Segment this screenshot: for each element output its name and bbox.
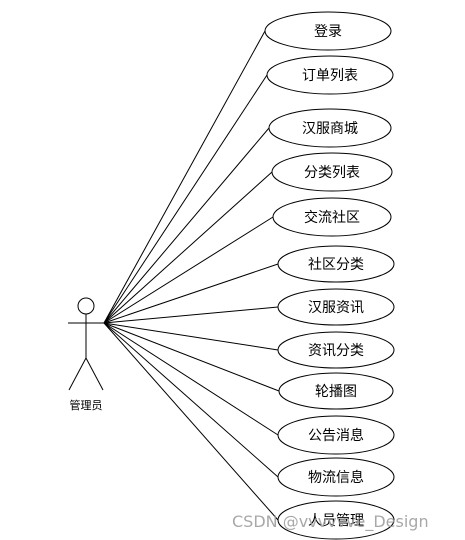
use-case-label: 分类列表: [304, 165, 360, 181]
use-case-label: 人员管理: [308, 513, 364, 529]
use-case-label: 物流信息: [308, 469, 364, 486]
association-line: [103, 322, 279, 478]
use-case-label: 公告消息: [308, 427, 364, 444]
use-case: 轮播图: [278, 372, 394, 410]
use-case-label: 交流社区: [304, 209, 360, 226]
use-case-label: 资讯分类: [308, 343, 364, 359]
use-case: 汉服资讯: [277, 288, 395, 326]
association-line: [103, 322, 280, 392]
use-case-ellipse: [264, 11, 392, 51]
use-case-label: 社区分类: [308, 257, 364, 273]
association-lines: [103, 30, 280, 521]
use-case: 物流信息: [277, 457, 395, 497]
association-line: [103, 30, 266, 324]
use-case-ellipse: [268, 108, 392, 148]
association-line: [103, 127, 270, 324]
use-case: 分类列表: [271, 152, 393, 192]
use-case-label: 订单列表: [302, 68, 358, 84]
association-line: [103, 216, 274, 324]
use-case-label: 汉服资讯: [308, 300, 364, 316]
use-case-ellipse: [277, 500, 395, 540]
use-case: 登录: [264, 11, 392, 51]
association-line: [103, 322, 279, 351]
use-case: 人员管理: [277, 500, 395, 540]
use-case: 资讯分类: [277, 331, 395, 369]
use-case-ellipse: [271, 152, 393, 192]
use-case-ellipse: [266, 55, 394, 95]
association-line: [103, 171, 273, 324]
association-line: [103, 322, 279, 436]
use-case-label: 轮播图: [315, 384, 357, 400]
use-case-ellipse: [277, 245, 395, 283]
use-case: 汉服商城: [268, 108, 392, 148]
actor-right-leg: [85, 357, 104, 391]
use-case-ellipse: [277, 331, 395, 369]
use-case-label: 汉服商城: [302, 121, 358, 137]
use-case: 社区分类: [277, 245, 395, 283]
watermark: CSDN @vvvvvve_Design: [232, 512, 429, 532]
association-line: [103, 263, 279, 324]
use-case: 公告消息: [277, 415, 395, 455]
association-line: [103, 306, 279, 324]
actor-label: 管理员: [70, 398, 103, 412]
actor-figure: 管理员: [68, 297, 104, 412]
use-case-label: 登录: [314, 24, 342, 40]
actor-left-leg: [68, 357, 87, 391]
association-line: [103, 74, 268, 324]
use-case-ellipse: [277, 415, 395, 455]
use-case-list: 登录订单列表汉服商城分类列表交流社区社区分类汉服资讯资讯分类轮播图公告消息物流信…: [264, 11, 395, 540]
use-case-ellipse: [278, 372, 394, 410]
use-case-ellipse: [272, 197, 392, 237]
association-line: [103, 322, 279, 521]
actor-head: [77, 297, 95, 315]
use-case: 订单列表: [266, 55, 394, 95]
use-case: 交流社区: [272, 197, 392, 237]
use-case-ellipse: [277, 457, 395, 497]
use-case-ellipse: [277, 288, 395, 326]
